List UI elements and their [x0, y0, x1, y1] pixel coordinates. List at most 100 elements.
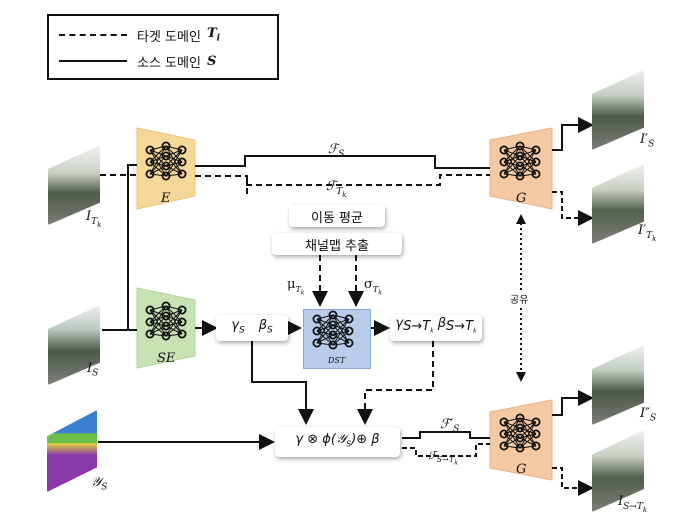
- label-fst-main: ℱ: [428, 449, 437, 462]
- label-ft-main: ℱ: [326, 179, 337, 194]
- encoder-label: E: [161, 191, 171, 206]
- legend-target-row: 타겟 도메인 Ti: [59, 25, 220, 45]
- mu-label: μTk: [287, 278, 304, 300]
- shared-label: 공유: [510, 290, 529, 307]
- dst-label: DST: [328, 356, 346, 365]
- label-it-prime: I′Tk: [638, 224, 656, 245]
- label-is-main: I: [87, 361, 93, 376]
- gamma-st-label: γS→Tk: [395, 317, 433, 339]
- label-is-prime: I′S: [640, 133, 654, 152]
- label-it: ITk: [86, 210, 101, 231]
- label-fs-prime-sub: S: [453, 424, 460, 435]
- label-ist-sub: S→T: [623, 501, 643, 512]
- legend-dashed-line: [59, 34, 127, 36]
- legend-target-sym-main: T: [206, 26, 217, 42]
- beta-st-label: βS→Tk: [438, 317, 477, 339]
- label-it-subsub: k: [97, 220, 102, 229]
- label-fs-main: ℱ: [328, 142, 339, 157]
- label-it-prime-main: I′: [638, 223, 647, 238]
- legend-target-text: 타겟 도메인: [137, 29, 201, 45]
- label-fst-sub: S→T: [436, 455, 455, 465]
- line-is-to-e: [127, 164, 137, 330]
- label-it-prime-subsub: k: [652, 234, 657, 243]
- moving-average-chip: 이동 평균: [289, 205, 385, 227]
- mu-main: μ: [287, 277, 296, 292]
- line-gb-to-fusion: [251, 340, 314, 425]
- label-ys: 𝒴S: [91, 476, 107, 495]
- sigma-label: σTk: [364, 278, 382, 300]
- beta-s-main: β: [258, 317, 267, 333]
- gamma-beta-translated-chip: γS→Tk βS→Tk: [390, 315, 482, 341]
- label-fst-subsub: k: [454, 459, 458, 467]
- label-ist: IS→Tk: [618, 495, 647, 516]
- sigma-subsub: k: [378, 289, 382, 297]
- label-is-double: I″S: [640, 407, 656, 426]
- legend-box: 타겟 도메인 Ti 소스 도메인 S: [47, 14, 279, 80]
- label-ist-main: I: [618, 494, 624, 509]
- legend-source-row: 소스 도메인 S: [59, 51, 216, 71]
- line-fs-prime: [402, 431, 490, 439]
- gamma-s-sub: S: [238, 325, 245, 336]
- fusion-formula-head: γ ⊗ ϕ(𝒴: [295, 431, 347, 447]
- label-ft: ℱTk: [326, 180, 347, 201]
- shared-arrow-up: [516, 214, 526, 224]
- moving-average-text: 이동 평균: [311, 210, 363, 226]
- fusion-formula: γ ⊗ ϕ(𝒴S)⊕ β: [295, 431, 380, 452]
- line-g-to-is-double: [552, 390, 594, 416]
- beta-s-label: βS: [258, 317, 273, 338]
- shared-arrow-down: [516, 372, 526, 382]
- fusion-formula-tail: )⊕ β: [351, 431, 380, 447]
- label-ist-subsub: k: [642, 505, 648, 514]
- generator-bottom-label: G: [516, 462, 527, 477]
- line-g-to-ist: [552, 467, 594, 496]
- fusion-op-chip: γ ⊗ ϕ(𝒴S)⊕ β: [275, 427, 400, 457]
- label-is-prime-main: I′: [640, 132, 649, 147]
- label-is: IS: [87, 362, 98, 381]
- beta-st-subsub: k: [473, 327, 477, 335]
- gamma-beta-source-chip: γS βS: [216, 315, 288, 341]
- mu-sub: T: [295, 284, 301, 294]
- label-fst: ℱS→Tk: [428, 449, 458, 471]
- beta-st-main: β: [437, 316, 446, 332]
- gamma-s-main: γ: [231, 317, 239, 333]
- line-ft: [195, 174, 490, 186]
- label-it-main: I: [86, 209, 92, 224]
- channel-extract-chip: 채널맵 추출: [272, 233, 402, 255]
- label-fs: ℱS: [328, 143, 344, 162]
- label-fs-sub: S: [338, 149, 345, 160]
- label-is-sub: S: [92, 368, 99, 379]
- label-fs-prime-main: ℱ′: [440, 417, 454, 432]
- beta-s-sub: S: [267, 325, 273, 336]
- gamma-st-subsub: k: [430, 327, 434, 335]
- label-is-double-main: I″: [640, 406, 650, 421]
- line-fst: [402, 443, 490, 457]
- legend-source-text: 소스 도메인: [137, 55, 201, 71]
- label-is-prime-sub: S: [648, 139, 655, 150]
- gamma-st-main: γ: [395, 316, 404, 332]
- legend-target-symbol: Ti: [207, 26, 220, 44]
- label-fs-prime: ℱ′S: [440, 418, 459, 437]
- gamma-s-label: γS: [231, 317, 245, 338]
- sigma-main: σ: [364, 277, 373, 292]
- label-is-double-sub: S: [650, 413, 657, 424]
- sigma-sub: T: [372, 284, 379, 294]
- label-ft-subsub: k: [342, 190, 347, 199]
- label-it-prime-sub: T: [646, 230, 653, 241]
- channel-extract-text: 채널맵 추출: [305, 238, 369, 254]
- line-gbst-to-fusion: [357, 341, 434, 425]
- legend-source-symbol: S: [206, 53, 217, 69]
- legend-target-sym-sub: i: [216, 33, 221, 44]
- mu-subsub: k: [300, 289, 305, 297]
- seg-encoder-label: SE: [157, 351, 176, 366]
- generator-top-label: G: [516, 191, 527, 206]
- line-g-to-it-prime: [552, 191, 594, 226]
- label-ys-sub: S: [101, 482, 108, 493]
- line-fs: [195, 155, 490, 169]
- gamma-st-sub: S→T: [403, 319, 431, 335]
- beta-st-sub: S→T: [446, 319, 474, 335]
- fusion-formula-sub: S: [346, 439, 352, 449]
- line-g-to-is-prime: [552, 117, 594, 151]
- label-it-sub: T: [91, 216, 98, 227]
- legend-solid-line: [59, 60, 127, 62]
